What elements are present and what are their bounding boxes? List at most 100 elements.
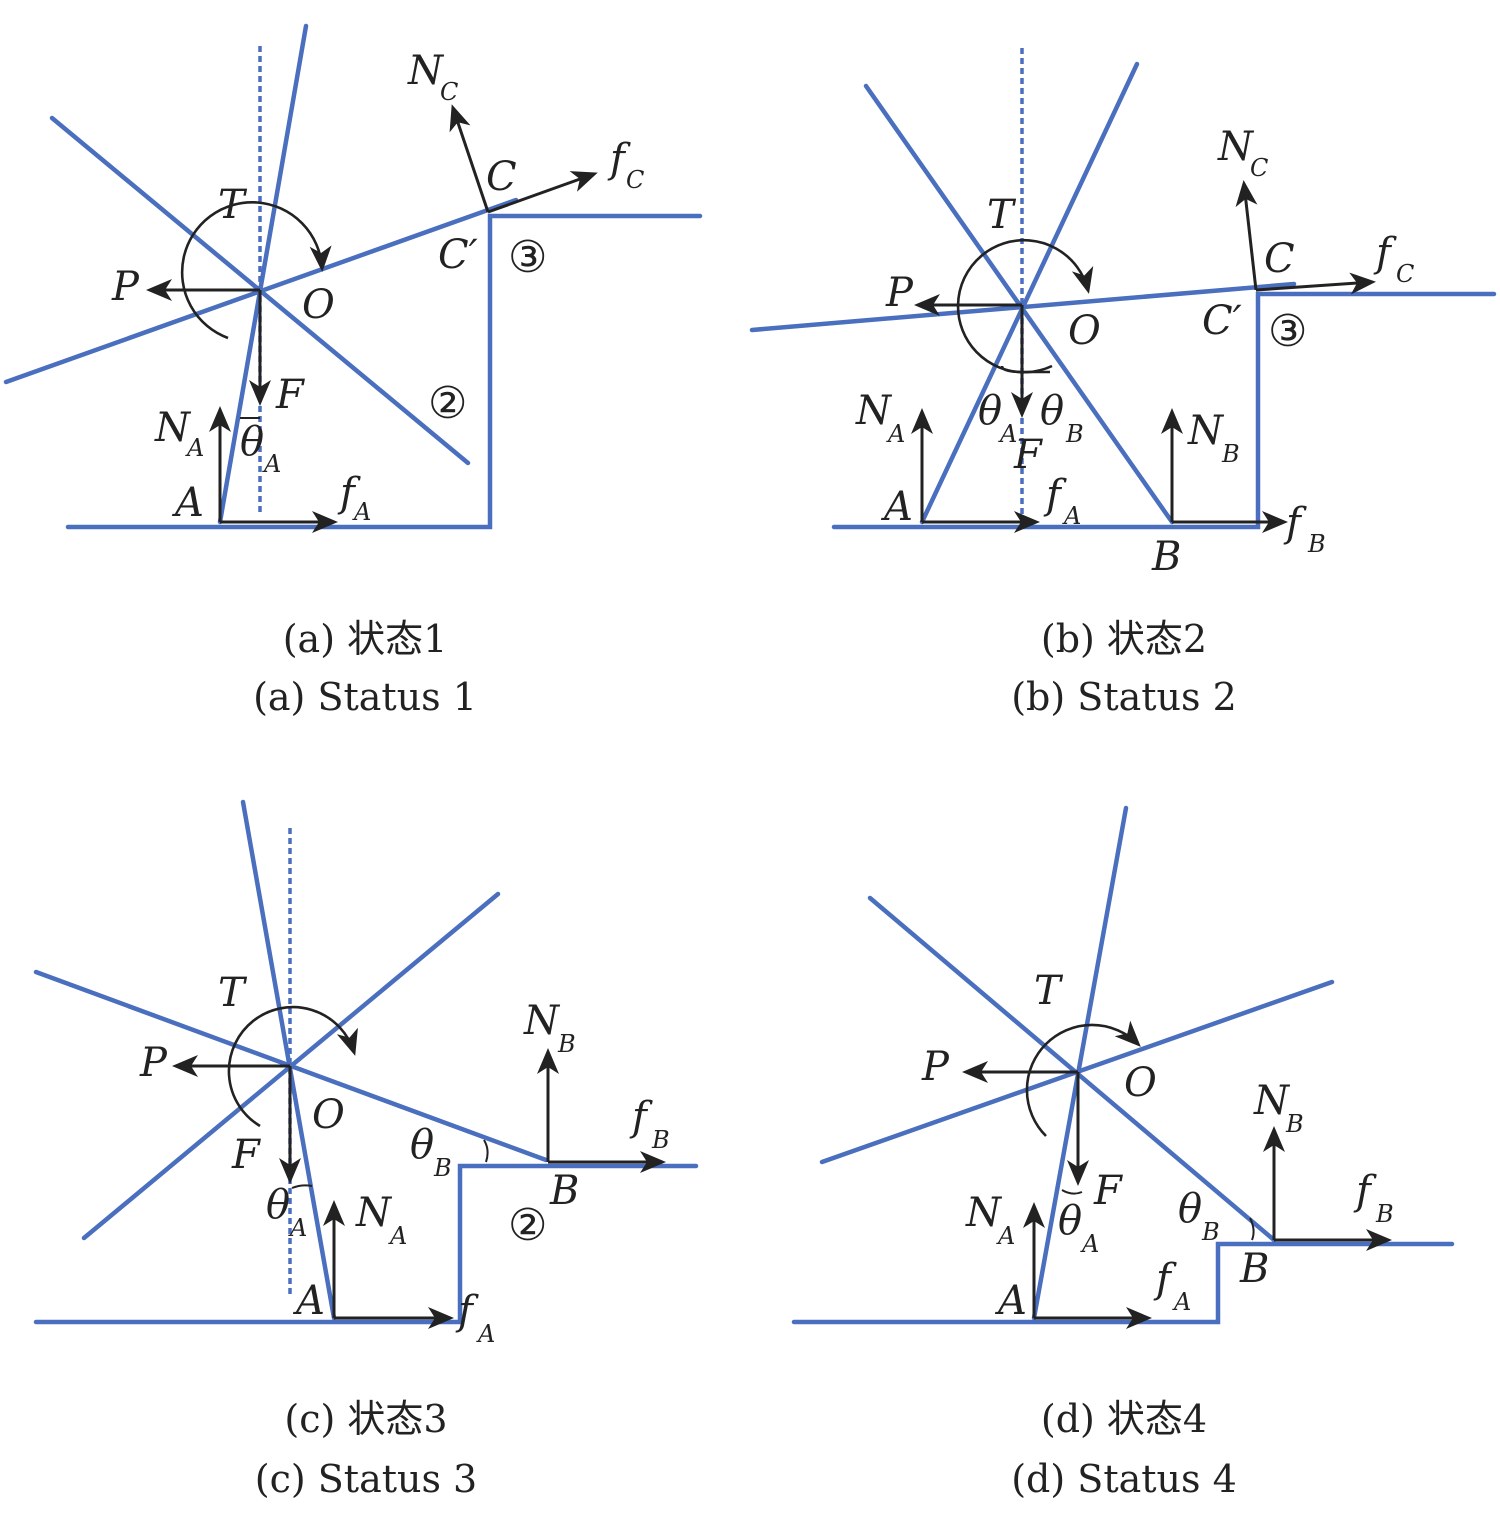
caption-en: (b) Status 2 [1011, 675, 1237, 719]
torque-arc [180, 201, 332, 340]
label-A: A [292, 1278, 325, 1324]
angle-theta-B-arc [1249, 1217, 1255, 1241]
label-N-C-sub: C [440, 78, 458, 106]
label-f-C: f [1373, 230, 1397, 276]
panel-b: T P O F A B C C′ ③ N A θ A θ B f A N B f… [749, 48, 1497, 719]
label-f-A-sub: A [352, 498, 371, 526]
label-F: F [1093, 1168, 1123, 1214]
label-N-B: N [523, 998, 561, 1044]
label-theta-B: θ [1040, 388, 1064, 434]
label-N-B: N [1187, 408, 1225, 454]
label-f-A-sub: A [1172, 1288, 1191, 1316]
angle-theta-A-arc [1061, 1189, 1083, 1195]
friction-fC-arrow [1255, 272, 1376, 295]
step-label-2: ② [508, 1200, 547, 1251]
spoke [1031, 805, 1129, 1321]
caption-en: (c) Status 3 [255, 1457, 477, 1501]
caption-cn: (d) 状态4 [1041, 1397, 1207, 1441]
label-N-B: N [1253, 1078, 1291, 1124]
label-theta-A: θ [240, 419, 264, 465]
label-O: O [312, 1092, 345, 1138]
caption-cn: (c) 状态3 [284, 1397, 447, 1441]
label-T: T [218, 182, 248, 228]
label-N-A: N [855, 388, 893, 434]
label-theta-A: θ [1058, 1198, 1082, 1244]
label-P: P [885, 270, 914, 316]
ground-step-profile [65, 213, 703, 530]
label-B: B [1151, 534, 1181, 580]
label-C-prime: C′ [1202, 298, 1242, 344]
ground-step-profile [831, 291, 1497, 530]
label-theta-A-sub: A [998, 420, 1017, 448]
label-A: A [171, 480, 204, 526]
label-theta-B: θ [1178, 1186, 1202, 1232]
caption-en: (d) Status 4 [1011, 1457, 1237, 1501]
label-N-A-sub: A [388, 1222, 407, 1250]
label-N-B-sub: B [1285, 1110, 1304, 1138]
label-N-A-sub: A [185, 434, 204, 462]
label-N-A: N [355, 1190, 393, 1236]
label-C: C [486, 154, 517, 200]
label-N-A-sub: A [996, 1222, 1015, 1250]
label-N-C: N [1217, 124, 1255, 170]
panel-c: T P O F A B ② N B f B θ B θ A N A f A (c… [33, 799, 699, 1501]
label-O: O [1068, 308, 1101, 354]
spoke [919, 61, 1140, 525]
spoke [867, 895, 1277, 1243]
torque-arc [1025, 1020, 1141, 1137]
label-theta-A-sub: A [262, 450, 281, 478]
label-N-A-sub: A [886, 420, 905, 448]
label-f-B: f [1353, 1168, 1377, 1214]
label-theta-B: θ [410, 1122, 434, 1168]
label-A: A [880, 484, 913, 530]
label-T: T [218, 970, 248, 1016]
label-f-A-sub: A [476, 1320, 495, 1348]
label-N-C-sub: C [1250, 154, 1268, 182]
label-theta-A-sub: A [288, 1214, 307, 1242]
label-theta-A: θ [978, 388, 1002, 434]
label-P: P [111, 264, 140, 310]
step-label-2: ② [428, 378, 467, 429]
label-f-C-sub: C [626, 166, 644, 194]
normal-NC-arrow [1235, 180, 1258, 291]
label-f-A-sub: A [1062, 502, 1081, 530]
caption-en: (a) Status 1 [253, 675, 477, 719]
label-theta-B-sub: B [1201, 1218, 1220, 1246]
label-F: F [1013, 432, 1043, 478]
label-C: C [1264, 236, 1295, 282]
label-F: F [231, 1132, 261, 1178]
label-N-B-sub: B [557, 1030, 576, 1058]
panel-a: T P O F A C C′ ③ ② N A θ A f A N C f C (… [3, 23, 703, 719]
label-O: O [1124, 1060, 1157, 1106]
label-theta-A-sub: A [1080, 1230, 1099, 1258]
label-P: P [921, 1044, 950, 1090]
label-f-C-sub: C [1396, 260, 1414, 288]
label-T: T [1034, 968, 1064, 1014]
label-theta-B-sub: B [1065, 420, 1084, 448]
label-f-B: f [1283, 500, 1307, 546]
label-f-A: f [455, 1288, 479, 1334]
label-N-A: N [154, 405, 192, 451]
label-B: B [1239, 1246, 1269, 1292]
panel-d: T P O F A B N A θ A θ B N B f B f A (d) … [791, 805, 1455, 1501]
step-label-3: ③ [1268, 306, 1307, 357]
ground-step-profile [33, 1163, 699, 1325]
label-T: T [987, 192, 1017, 238]
angle-theta-A-arc [291, 1184, 313, 1189]
label-F: F [275, 372, 305, 418]
label-A: A [994, 1278, 1027, 1324]
step-label-3: ③ [508, 232, 547, 283]
angle-theta-B-arc [483, 1139, 489, 1163]
label-C-prime: C′ [438, 232, 478, 278]
label-P: P [139, 1040, 168, 1086]
torque-arc [227, 1005, 358, 1128]
normal-NC-arrow [449, 104, 490, 213]
caption-cn: (b) 状态2 [1041, 617, 1207, 661]
label-N-C: N [407, 48, 445, 94]
label-f-B: f [629, 1094, 653, 1140]
label-B: B [549, 1168, 579, 1214]
label-f-B-sub: B [1307, 530, 1326, 558]
label-theta-A: θ [266, 1182, 290, 1228]
label-theta-B-sub: B [433, 1154, 452, 1182]
